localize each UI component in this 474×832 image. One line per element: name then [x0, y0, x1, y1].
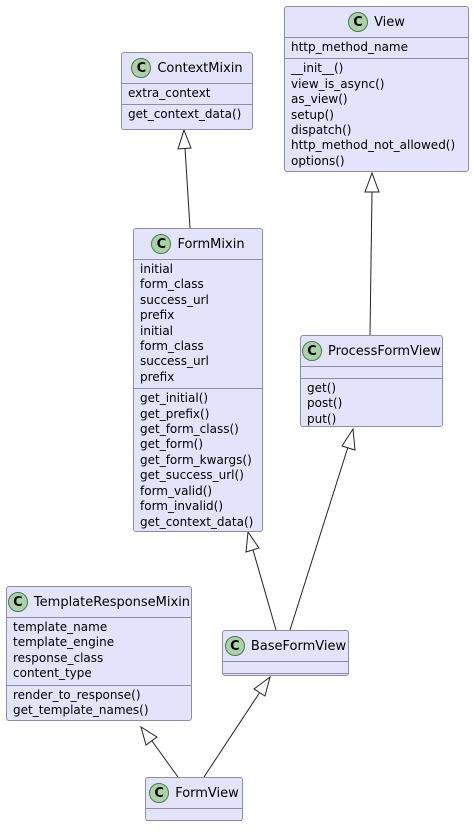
class-view[interactable]: C View http_method_name __init__() view_i…: [284, 6, 469, 172]
attribute: success_url: [140, 292, 209, 307]
attribute: success_url: [140, 354, 209, 369]
method: get_form_kwargs(): [140, 452, 252, 467]
class-header: C BaseFormView: [223, 631, 348, 661]
attribute: http_method_name: [291, 40, 409, 54]
method: post(): [307, 396, 343, 411]
attribute: initial: [140, 262, 173, 276]
attributes-section: template_name template_engine response_c…: [7, 617, 191, 685]
attributes-section: [146, 808, 242, 820]
method: as_view(): [291, 92, 348, 107]
methods-section: [223, 673, 348, 685]
arrowhead-processformview: [341, 427, 356, 451]
class-header: C FormMixin: [134, 229, 262, 259]
method: get_success_url(): [140, 468, 244, 483]
edge-formview-templateresponsemixin: [151, 740, 179, 778]
arrowhead-view: [364, 171, 380, 193]
method: dispatch(): [291, 123, 352, 138]
attribute: initial: [140, 323, 173, 338]
attribute: prefix: [140, 308, 175, 323]
method: __init__(): [291, 61, 344, 76]
method: form_valid(): [140, 483, 213, 498]
class-base-form-view[interactable]: C BaseFormView: [222, 630, 349, 676]
class-name: ProcessFormView: [328, 343, 441, 359]
class-header: C View: [285, 7, 468, 37]
edge-formview-baseformview: [203, 691, 261, 778]
class-name: FormView: [175, 785, 239, 801]
class-name: ContextMixin: [157, 60, 243, 76]
class-header: C TemplateResponseMixin: [7, 587, 191, 617]
class-header: C ProcessFormView: [301, 336, 442, 366]
method: form_invalid(): [140, 499, 224, 514]
attribute: template_name: [13, 620, 108, 634]
attribute: form_class: [140, 339, 204, 354]
methods-section: [146, 820, 242, 832]
class-form-mixin[interactable]: C FormMixin initial form_class success_ur…: [133, 228, 263, 532]
class-header: C ContextMixin: [122, 53, 252, 83]
methods-section: __init__() view_is_async() as_view() set…: [285, 58, 468, 172]
methods-section: get() post() put(): [301, 378, 442, 430]
method: get_template_names(): [13, 703, 149, 718]
class-c-icon: C: [224, 636, 245, 656]
method: render_to_response(): [13, 687, 141, 702]
arrowhead-baseformview: [253, 675, 271, 697]
method: get_form_class(): [140, 422, 239, 437]
class-c-icon: C: [348, 12, 369, 32]
methods-section: get_initial() get_prefix() get_form_clas…: [134, 388, 262, 533]
method: get_context_data(): [128, 107, 242, 122]
class-c-icon: C: [149, 783, 170, 803]
class-name: FormMixin: [177, 236, 245, 252]
method: get_form(): [140, 437, 204, 452]
attribute: response_class: [13, 650, 104, 665]
class-name: TemplateResponseMixin: [33, 594, 191, 610]
attributes-section: http_method_name: [285, 37, 468, 58]
edge-processformview-view: [369, 191, 373, 336]
class-c-icon: C: [151, 234, 172, 254]
methods-section: render_to_response() get_template_names(…: [7, 684, 191, 722]
attribute: template_engine: [13, 635, 115, 650]
method: http_method_not_allowed(): [291, 138, 456, 153]
class-name: BaseFormView: [250, 638, 347, 654]
class-process-form-view[interactable]: C ProcessFormView get() post() put(): [300, 335, 443, 427]
class-c-icon: C: [7, 592, 28, 612]
attribute: prefix: [140, 369, 175, 384]
attributes-section: [301, 366, 442, 378]
method: options(): [291, 153, 345, 168]
attribute: content_type: [13, 666, 92, 681]
attributes-section: [223, 661, 348, 673]
edge-baseformview-processformview: [289, 446, 349, 631]
method: setup(): [291, 107, 334, 122]
class-form-view[interactable]: C FormView: [145, 777, 243, 821]
method: get_prefix(): [140, 406, 210, 421]
class-c-icon: C: [131, 58, 152, 78]
attributes-section: initial form_class success_url prefix in…: [134, 259, 262, 388]
method: put(): [307, 411, 337, 426]
attribute: form_class: [140, 277, 204, 292]
edge-baseformview-formmixin: [252, 549, 277, 631]
class-c-icon: C: [302, 341, 323, 361]
method: get(): [307, 381, 337, 395]
class-template-response-mixin[interactable]: C TemplateResponseMixin template_name tem…: [6, 586, 192, 721]
arrowhead-formmixin: [245, 530, 260, 553]
methods-section: get_context_data(): [122, 104, 252, 125]
method: get_initial(): [140, 391, 209, 406]
class-header: C FormView: [146, 778, 242, 808]
class-context-mixin[interactable]: C ContextMixin extra_context get_context_…: [121, 52, 253, 130]
edge-formmixin-contextmixin: [184, 147, 191, 229]
arrowhead-templateresponsemixin: [140, 725, 158, 746]
arrowhead-contextmixin: [177, 128, 192, 150]
method: view_is_async(): [291, 76, 385, 91]
class-name: View: [374, 14, 405, 30]
attribute: extra_context: [128, 86, 211, 100]
attributes-section: extra_context: [122, 83, 252, 104]
method: get_context_data(): [140, 514, 254, 529]
